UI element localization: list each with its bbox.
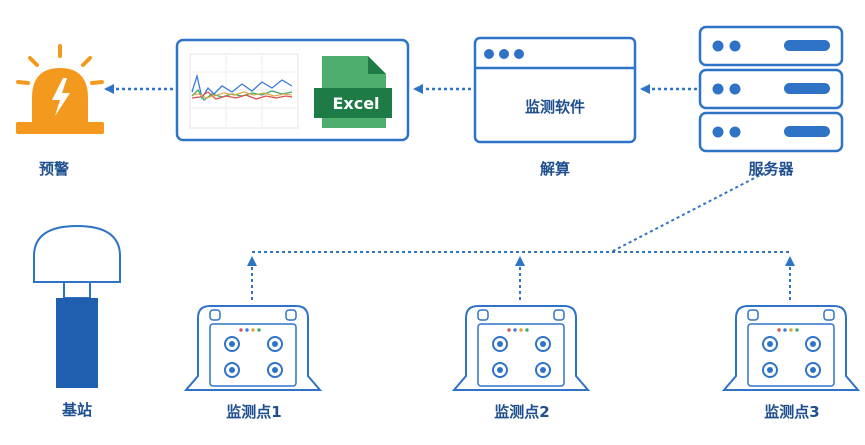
excel-file-icon: [314, 56, 392, 128]
gnss-base-station-icon: [33, 224, 121, 388]
gnss-monitor-device-icon: [721, 305, 861, 391]
gnss-monitor-device-icon: [451, 305, 591, 391]
excel-icon-text: Excel: [332, 94, 380, 113]
solve-label: 解算: [539, 160, 571, 178]
network-connectors: [252, 169, 790, 253]
gnss-monitor-device-icon: [183, 305, 323, 391]
monitor-point-3-label: 监测点3: [764, 403, 820, 421]
software-window-title: 监测软件: [524, 98, 585, 116]
server-label: 服务器: [748, 160, 794, 178]
software-window-icon: [473, 36, 637, 144]
server-rack-icon: [698, 25, 844, 153]
monitor-point-2-label: 监测点2: [494, 403, 550, 421]
alarm-beacon-icon: [16, 44, 104, 134]
base-station-label: 基站: [61, 401, 93, 419]
analysis-panel: [175, 38, 410, 142]
monitor-point-1-label: 监测点1: [226, 403, 282, 421]
alarm-label: 预警: [38, 160, 70, 178]
line-chart-icon: [189, 53, 299, 129]
